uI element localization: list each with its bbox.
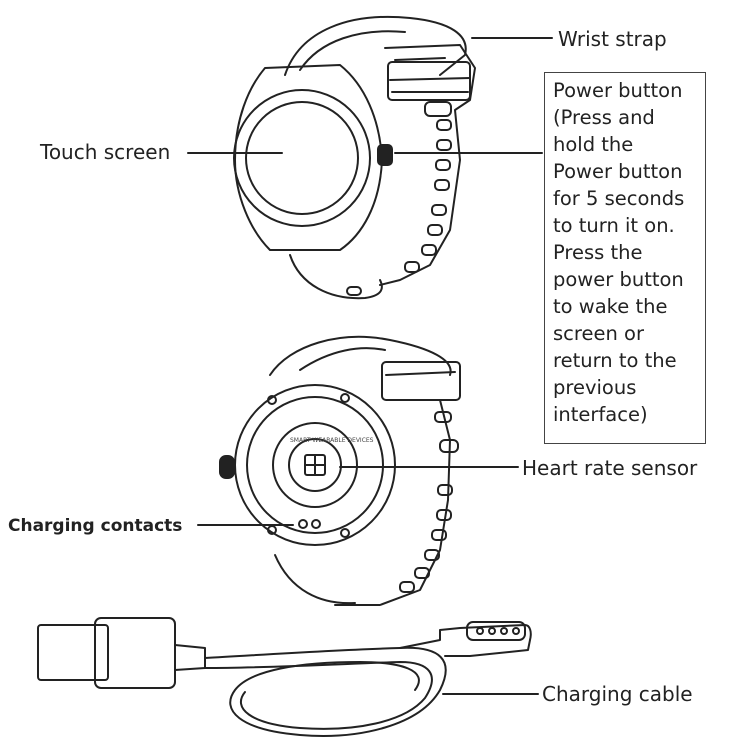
- label-charging-contacts: Charging contacts: [8, 516, 183, 536]
- power-button-callout: Power button (Press and hold the Power b…: [544, 72, 706, 444]
- label-touch-screen: Touch screen: [40, 140, 171, 164]
- label-charging-cable: Charging cable: [542, 682, 693, 706]
- label-heart-rate-sensor: Heart rate sensor: [522, 456, 698, 480]
- leader-lines: [187, 37, 553, 695]
- watch-front-illustration: [233, 15, 476, 300]
- charging-cable-illustration: [37, 617, 532, 737]
- sensor-ring-text: SMART WEARABLE DEVICES: [290, 437, 374, 444]
- label-wrist-strap: Wrist strap: [558, 27, 667, 51]
- label-power-button: Power button (Press and hold the Power b…: [553, 79, 685, 426]
- watch-back-illustration: SMART WEARABLE DEVICES: [219, 336, 461, 606]
